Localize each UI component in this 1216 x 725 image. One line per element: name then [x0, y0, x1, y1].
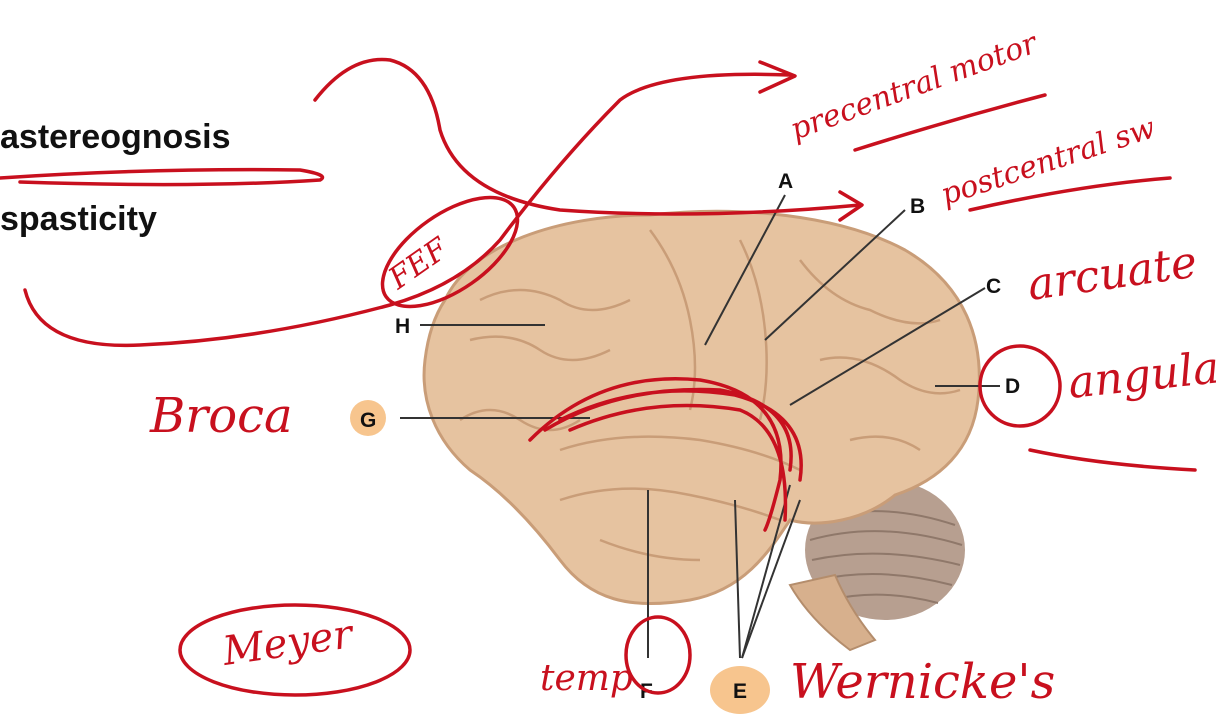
- label-h: H: [395, 315, 410, 338]
- label-a: A: [778, 170, 793, 193]
- label-d: D: [1005, 375, 1020, 398]
- label-e: E: [733, 680, 747, 703]
- note-temp: temp: [540, 658, 633, 699]
- label-g: G: [360, 409, 376, 432]
- note-broca: Broca: [149, 388, 293, 444]
- note-meyer: Meyer: [219, 611, 358, 675]
- note-arcuate: arcuate: [1024, 237, 1200, 311]
- note-wernicke: Wernicke's: [790, 654, 1055, 710]
- underline-astereognosis: [0, 170, 323, 185]
- note-angular: angular: [1066, 340, 1216, 409]
- note-precentral: precentral motor: [786, 25, 1043, 147]
- label-b: B: [910, 195, 925, 218]
- note-fef: FEF: [382, 231, 456, 297]
- note-postcentral: postcentral sw: [937, 110, 1160, 212]
- label-c: C: [986, 275, 1001, 298]
- temp-circle: [626, 617, 690, 693]
